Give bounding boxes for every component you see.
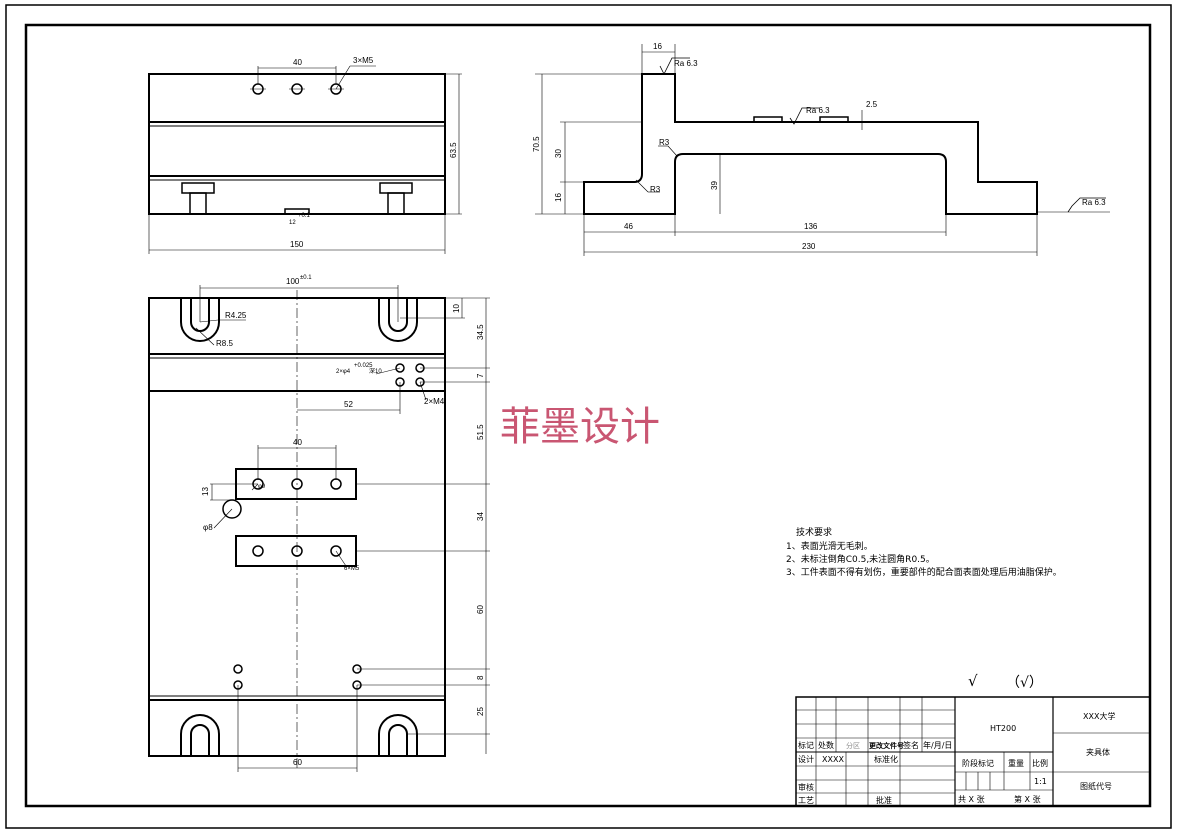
tb-h-docno: 更改文件号 (869, 741, 904, 750)
plan-r8-5: R8.5 (216, 339, 233, 348)
top-dim-12: 12 (289, 220, 296, 226)
tb-scale: 比例 (1032, 758, 1048, 768)
check-symbol: √ (968, 672, 978, 690)
plan-dim-100-tol: ±0.1 (300, 275, 312, 281)
tb-approve: 批准 (876, 795, 892, 805)
side-dim-30: 30 (554, 149, 563, 158)
side-rough-mid: Ra 6.3 (806, 106, 830, 115)
plan-holes-tol: +0.025 (354, 363, 373, 369)
top-dim-12-tol: +0.1 (298, 213, 311, 219)
tb-h-date: 年/月/日 (923, 740, 952, 750)
plan-dim-34-5: 34.5 (476, 324, 485, 340)
check-paren-symbol: （√） (1006, 675, 1043, 691)
plan-6xm5: 6×M5 (344, 566, 360, 572)
tb-drawing-no: 图纸代号 (1080, 781, 1112, 791)
side-r3-upper: R3 (659, 138, 670, 147)
plan-dim-13: 13 (201, 487, 210, 496)
side-dim-2-5: 2.5 (866, 100, 878, 109)
side-dim-46: 46 (624, 222, 633, 231)
plan-dim-51-5: 51.5 (476, 424, 485, 440)
plan-r4-25: R4.25 (225, 311, 247, 320)
plan-dim-8: 8 (476, 675, 485, 680)
top-dim-40: 40 (293, 58, 302, 67)
side-dim-39: 39 (710, 181, 719, 190)
plan-dim-100: 100 (286, 277, 300, 286)
plan-dim-7: 7 (476, 373, 485, 378)
tb-designer: XXXX (822, 755, 844, 764)
plan-dim-10: 10 (452, 304, 461, 313)
notes-item-1: 1、表面光滑无毛刺。 (786, 540, 873, 552)
tb-total-sheets: 共 X 张 (958, 795, 985, 804)
plan-dim-52: 52 (344, 400, 353, 409)
plan-view (148, 285, 490, 772)
top-dim-3xm5: 3×M5 (353, 56, 374, 65)
plan-phi9: φ9 (258, 484, 266, 490)
plan-dim-34: 34 (476, 512, 485, 521)
tb-h-zone: 分区 (846, 741, 860, 750)
side-rough-top: Ra 6.3 (674, 59, 698, 68)
tb-h-count: 处数 (818, 740, 834, 750)
tb-scale-value: 1:1 (1034, 777, 1047, 786)
side-dim-136: 136 (804, 222, 818, 231)
side-r3-lower: R3 (650, 185, 661, 194)
plan-phi8: φ8 (203, 523, 213, 532)
plan-dim-25: 25 (476, 707, 485, 716)
side-dim-16-v: 16 (554, 193, 563, 202)
inner-frame (24, 23, 1152, 808)
tb-standard: 标准化 (874, 754, 898, 764)
tb-school: XXX大学 (1083, 711, 1115, 721)
tb-sheet-no: 第 X 张 (1014, 794, 1041, 804)
tb-process: 工艺 (798, 796, 814, 805)
notes-title: 技术要求 (796, 526, 832, 538)
notes-item-3: 3、工件表面不得有划伤，重要部件的配合面表面处理后用油脂保护。 (786, 566, 1062, 578)
side-dim-70-5: 70.5 (532, 136, 541, 152)
top-view (148, 65, 462, 254)
plan-dim-60-v: 60 (476, 605, 485, 614)
tb-design: 设计 (798, 754, 814, 764)
side-view (535, 44, 1110, 256)
plan-dim-40: 40 (293, 438, 302, 447)
side-dim-230: 230 (802, 242, 816, 251)
tb-review: 审核 (798, 782, 814, 792)
tb-weight: 重量 (1008, 758, 1024, 768)
title-block (795, 696, 1151, 807)
tb-part-name: 夹具体 (1086, 747, 1110, 757)
tb-h-sign: 签名 (903, 740, 919, 750)
tb-material: HT200 (990, 724, 1016, 733)
notes-item-2: 2、未标注倒角C0.5,未注圆角R0.5。 (786, 553, 935, 565)
tb-h-mark: 标记 (798, 740, 814, 750)
top-dim-63-5: 63.5 (449, 142, 458, 158)
plan-holes-label: 2×φ4 (336, 369, 351, 375)
plan-dim-60-h: 60 (293, 758, 302, 767)
plan-dim-2xm4: 2×M4 (424, 397, 445, 406)
side-rough-right: Ra 6.3 (1082, 198, 1106, 207)
side-dim-16: 16 (653, 42, 662, 51)
plan-holes-depth: 深10 (369, 367, 382, 375)
watermark: 菲墨设计 (500, 404, 660, 450)
tb-stage: 阶段标记 (962, 758, 994, 768)
outer-border (5, 4, 1172, 829)
top-dim-150: 150 (290, 240, 304, 249)
